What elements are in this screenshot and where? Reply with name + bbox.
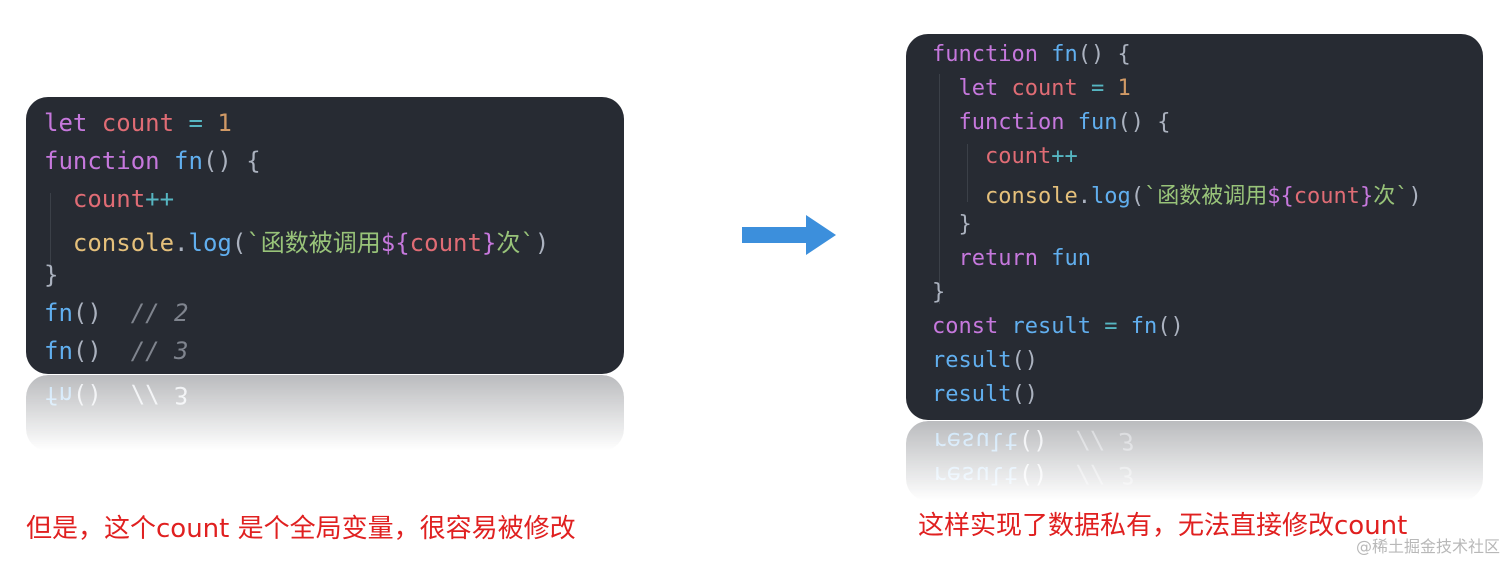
code-token: count <box>1293 184 1360 209</box>
code-token: = <box>1090 76 1118 101</box>
code-token: fn <box>44 299 73 327</box>
code-line: let count = 1 <box>44 109 232 137</box>
code-token: // 3 <box>130 337 189 365</box>
code-token: function <box>44 147 175 175</box>
reflection-line: fn() // 3 <box>44 381 189 409</box>
indent-guide <box>967 144 968 202</box>
code-token: let <box>932 76 1012 101</box>
code-token: 次` <box>496 229 535 257</box>
code-token: count <box>101 109 189 137</box>
code-token: ) <box>1408 184 1422 209</box>
code-token: result <box>932 382 1012 407</box>
code-token: } <box>932 280 946 305</box>
code-token: `函数被调用 <box>246 229 381 257</box>
code-token: 1 <box>217 109 232 137</box>
code-token: fn <box>1130 314 1158 339</box>
code-token: function <box>932 110 1078 135</box>
code-line: console.log(`函数被调用${count}次`) <box>44 223 549 258</box>
code-token: } <box>44 261 59 289</box>
code-token: () <box>1157 314 1184 339</box>
code-token: return <box>932 246 1052 271</box>
code-token: const <box>932 314 1012 339</box>
right-code-panel: function fn() { let count = 1 function f… <box>906 34 1483 420</box>
code-token: ${ <box>1267 184 1294 209</box>
code-token: } <box>481 229 497 257</box>
code-line: fn() // 3 <box>44 337 189 365</box>
right-arrow-icon <box>742 215 836 255</box>
code-token: } <box>1359 184 1374 209</box>
code-token: count <box>409 229 482 257</box>
code-line: result() <box>932 382 1038 407</box>
code-token: () { <box>1117 110 1171 135</box>
code-token: console <box>44 229 175 257</box>
code-token: count <box>44 185 146 213</box>
code-token: ${ <box>380 229 410 257</box>
code-line: fn() // 2 <box>44 299 189 327</box>
code-token: ( <box>1130 184 1144 209</box>
code-token: fn <box>1051 42 1078 67</box>
code-token: ++ <box>145 185 175 213</box>
code-token: `函数被调用 <box>1143 184 1268 209</box>
code-token: count <box>1011 76 1091 101</box>
code-token: count <box>932 144 1052 169</box>
code-token: 次` <box>1373 184 1409 209</box>
code-line: function fn() { <box>44 147 261 175</box>
code-line: count++ <box>44 185 174 213</box>
code-token: . <box>1077 184 1091 209</box>
code-token: . <box>174 229 189 257</box>
code-token: () { <box>1077 42 1131 67</box>
code-line: } <box>44 261 58 289</box>
reflection-line: result() // 3 <box>932 461 1135 489</box>
left-code-reflection: fn() // 3 <box>26 375 624 451</box>
code-token: () <box>1011 348 1038 373</box>
code-token: = <box>188 109 218 137</box>
code-token: log <box>188 229 232 257</box>
code-line: return fun <box>932 246 1091 271</box>
code-token: ( <box>231 229 247 257</box>
code-token: ) <box>534 229 550 257</box>
code-token: function <box>932 42 1052 67</box>
code-token: = <box>1104 314 1131 339</box>
watermark: @稀土掘金技术社区 <box>1355 537 1500 556</box>
code-token: () { <box>202 147 261 175</box>
code-token: let <box>44 109 102 137</box>
code-token: () <box>72 337 131 365</box>
code-token: fn <box>174 147 203 175</box>
code-token: () <box>72 299 131 327</box>
code-line: const result = fn() <box>932 314 1184 339</box>
code-line: } <box>932 212 972 237</box>
code-token: // 2 <box>130 299 189 327</box>
right-code-reflection: result() // 3 result() // 3 <box>906 421 1483 501</box>
code-token: 1 <box>1117 76 1131 101</box>
code-token: () <box>1011 382 1038 407</box>
code-token: } <box>932 212 972 237</box>
indent-guide <box>939 74 940 304</box>
code-token: ++ <box>1051 144 1078 169</box>
code-line: function fun() { <box>932 110 1170 135</box>
right-code-block: function fn() { let count = 1 function f… <box>906 34 1483 420</box>
code-token: log <box>1090 184 1131 209</box>
code-line: count++ <box>932 144 1078 169</box>
code-line: let count = 1 <box>932 76 1131 101</box>
reflection-line: result() // 3 <box>932 427 1135 455</box>
code-line: function fn() { <box>932 42 1131 67</box>
code-token: result <box>932 348 1012 373</box>
code-line: } <box>932 280 945 305</box>
right-caption: 这样实现了数据私有，无法直接修改count <box>918 511 1408 541</box>
code-line: result() <box>932 348 1038 373</box>
code-token: fun <box>1077 110 1118 135</box>
code-token: fun <box>1051 246 1091 271</box>
code-line: console.log(`函数被调用${count}次`) <box>932 178 1422 210</box>
code-token: fn <box>44 337 73 365</box>
code-token: console <box>932 184 1078 209</box>
indent-guide <box>50 193 51 265</box>
left-caption: 但是，这个count 是个全局变量，很容易被修改 <box>26 514 576 544</box>
code-token: result <box>1011 314 1105 339</box>
